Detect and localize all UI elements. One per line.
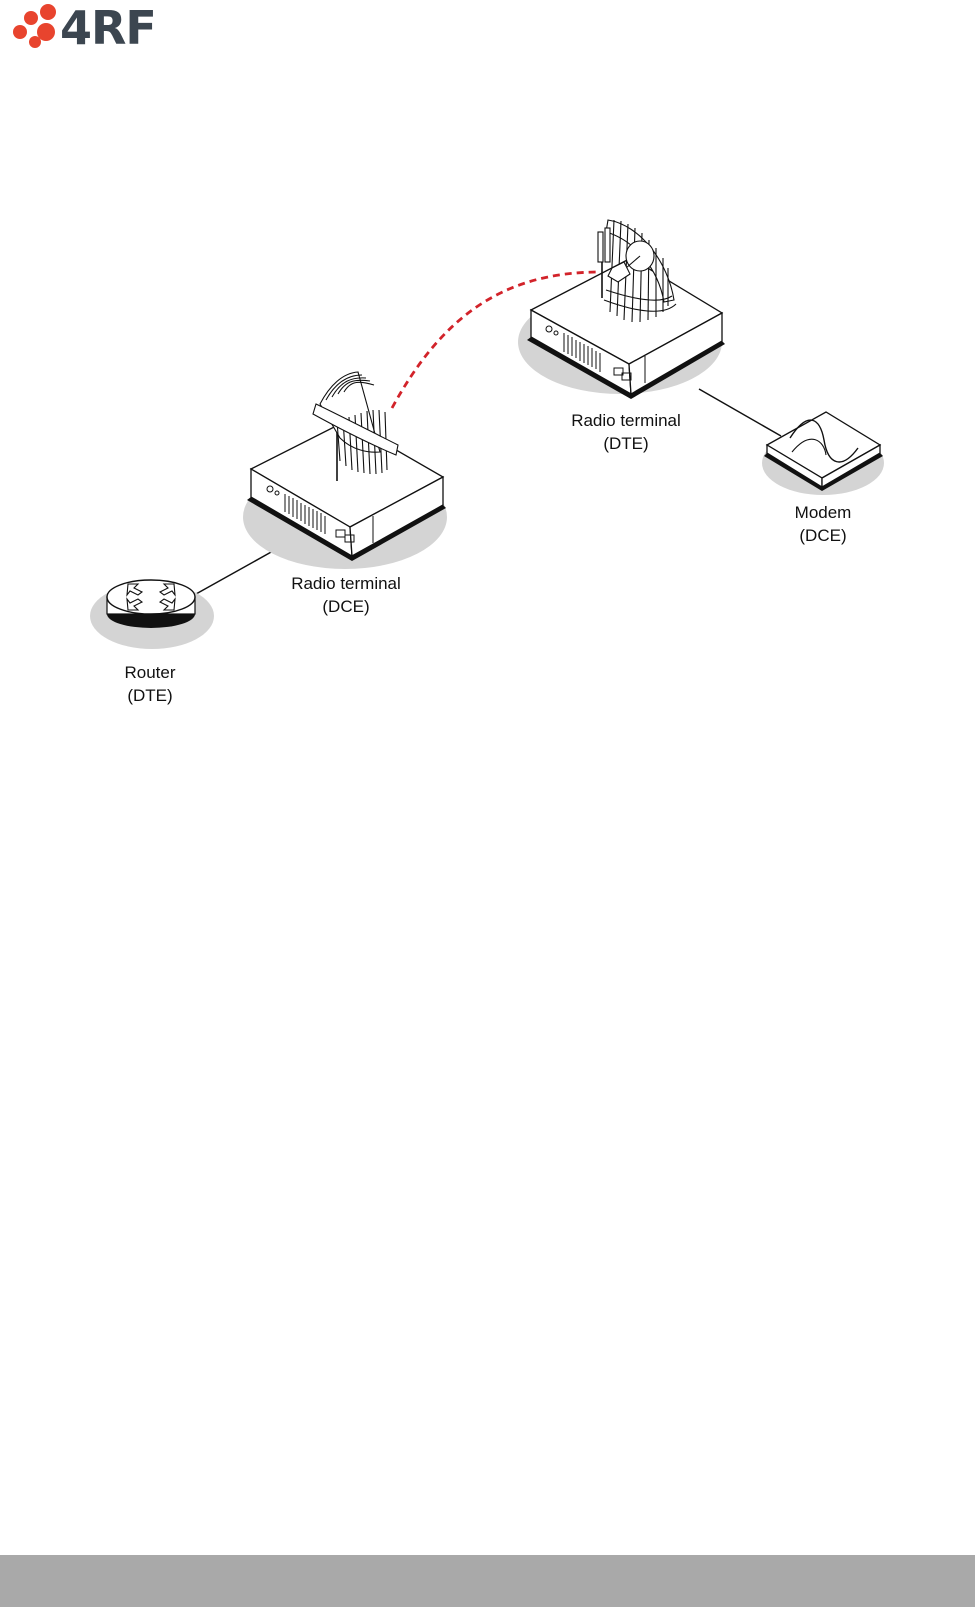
radio-dce-name: Radio terminal: [291, 574, 401, 593]
modem-name: Modem: [795, 503, 852, 522]
radio-dte-name: Radio terminal: [571, 411, 681, 430]
radio-dce-role: (DCE): [322, 597, 369, 616]
radio-terminal-dte-node: [518, 220, 725, 399]
brand-name: 4RF: [60, 1, 156, 55]
radio-terminal-dce-node: [243, 372, 447, 569]
link-router-radio-dce: [196, 551, 273, 594]
link-radio-dte-modem: [699, 389, 781, 436]
router-name: Router: [124, 663, 175, 682]
logo-mark-icon: [13, 4, 56, 48]
router-role: (DTE): [127, 686, 172, 705]
modem-role: (DCE): [799, 526, 846, 545]
brand-logo: 4RF: [13, 1, 156, 55]
router-node: [90, 580, 214, 649]
page-footer-bar: [0, 1555, 975, 1607]
radio-dte-role: (DTE): [603, 434, 648, 453]
modem-node: [762, 412, 884, 495]
